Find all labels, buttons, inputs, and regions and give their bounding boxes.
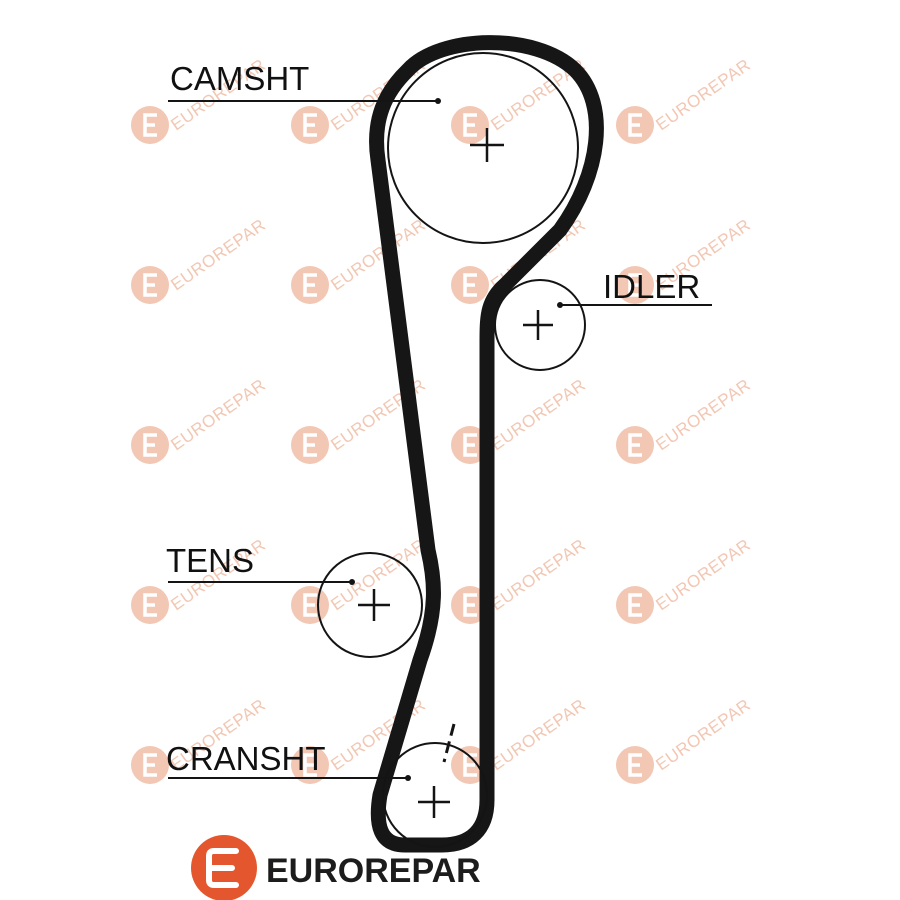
- idler-center-mark: [523, 310, 553, 340]
- watermark-logo-glyph: [628, 593, 642, 617]
- watermark-logo-glyph: [143, 753, 157, 777]
- watermark-tile: EUROREPAR: [616, 695, 754, 784]
- watermark-logo-glyph: [463, 753, 477, 777]
- camshaft-pulley: [387, 52, 579, 244]
- idler-pulley: [494, 279, 586, 371]
- watermark-logo-glyph: [303, 433, 317, 457]
- brand-name: EUROREPAR: [266, 852, 481, 890]
- crankshaft-center-mark: [418, 786, 450, 818]
- idler-leader-dot: [557, 302, 563, 308]
- tensioner-center-mark: [358, 589, 390, 621]
- watermark-text: EUROREPAR: [652, 55, 754, 134]
- watermark-logo-glyph: [143, 273, 157, 297]
- watermark-text: EUROREPAR: [167, 215, 269, 294]
- crankshaft-pulley: [382, 742, 488, 848]
- watermark-text: EUROREPAR: [327, 215, 429, 294]
- watermark-logo-glyph: [143, 433, 157, 457]
- timing-belt: [369, 35, 604, 853]
- watermark-text: EUROREPAR: [167, 375, 269, 454]
- watermark-text: EUROREPAR: [487, 695, 589, 774]
- tensioner-label: TENS: [166, 542, 254, 579]
- watermark-text: EUROREPAR: [327, 535, 429, 614]
- tensioner-pulley: [317, 552, 423, 658]
- watermark-tile: EUROREPAR: [291, 215, 429, 304]
- watermark-tile: EUROREPAR: [616, 375, 754, 464]
- watermark-text: EUROREPAR: [652, 695, 754, 774]
- watermark-logo-glyph: [463, 273, 477, 297]
- watermark-logo-glyph: [628, 273, 642, 297]
- eurorepar-logo-icon: [191, 835, 257, 900]
- watermark-logo-glyph: [628, 113, 642, 137]
- watermark-tile: EUROREPAR: [131, 215, 269, 304]
- watermark-text: EUROREPAR: [652, 535, 754, 614]
- watermark-tile: EUROREPAR: [616, 55, 754, 144]
- watermark-logo-glyph: [143, 113, 157, 137]
- watermark-logo-glyph: [628, 753, 642, 777]
- watermark-tile: EUROREPAR: [451, 535, 589, 624]
- brand-logo: EUROREPAR: [191, 835, 481, 900]
- watermark-tile: EUROREPAR: [291, 535, 429, 624]
- watermark-layer: EUROREPAR EUROREPAR EUROREPAR EUROREPAR EURO…: [131, 55, 754, 784]
- camshaft-center-mark: [470, 128, 504, 162]
- tensioner-leader-dot: [349, 579, 355, 585]
- watermark-logo-glyph: [303, 273, 317, 297]
- watermark-logo-glyph: [143, 593, 157, 617]
- crankshaft-label: CRANSHT: [166, 740, 326, 777]
- watermark-tile: EUROREPAR: [616, 535, 754, 624]
- watermark-tile: EUROREPAR: [451, 695, 589, 784]
- watermark-logo-glyph: [463, 593, 477, 617]
- watermark-text: EUROREPAR: [487, 535, 589, 614]
- watermark-tile: EUROREPAR: [451, 375, 589, 464]
- crankshaft-timing-mark: [442, 723, 456, 763]
- watermark-logo-glyph: [303, 113, 317, 137]
- watermark-logo-glyph: [303, 593, 317, 617]
- crankshaft-leader-dot: [405, 775, 411, 781]
- watermark-logo-glyph: [303, 753, 317, 777]
- idler-label: IDLER: [603, 268, 700, 305]
- camshaft-label: CAMSHT: [170, 60, 309, 97]
- watermark-tile: EUROREPAR: [131, 375, 269, 464]
- watermark-logo-glyph: [628, 433, 642, 457]
- camshaft-leader-dot: [435, 98, 441, 104]
- watermark-text: EUROREPAR: [487, 375, 589, 454]
- watermark-logo-glyph: [463, 113, 477, 137]
- watermark-logo-glyph: [463, 433, 477, 457]
- watermark-text: EUROREPAR: [652, 375, 754, 454]
